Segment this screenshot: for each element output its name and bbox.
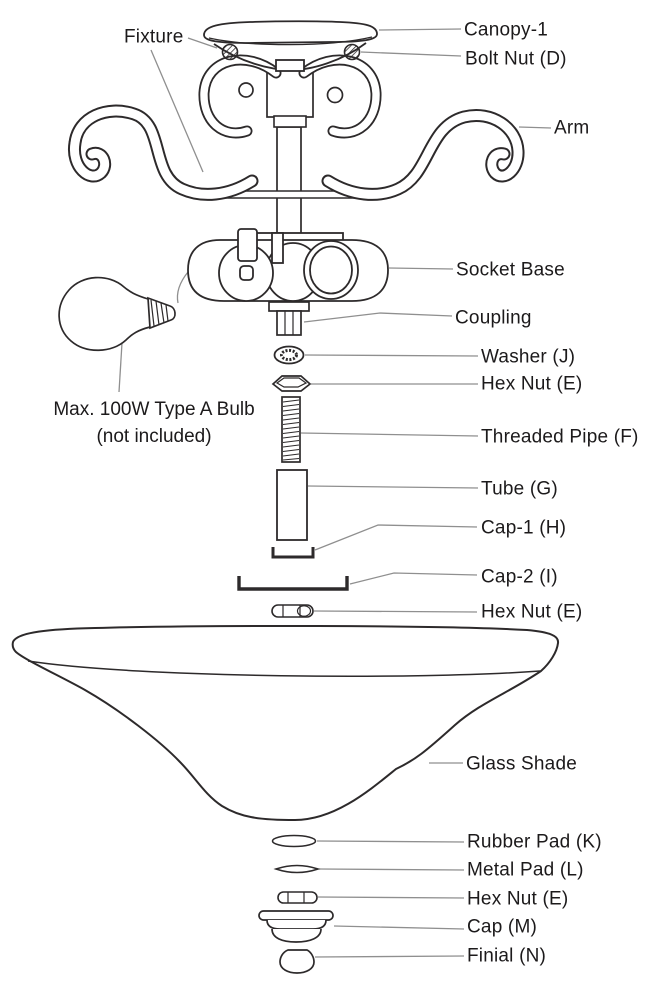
- label-threaded-pipe: Threaded Pipe (F): [481, 426, 639, 448]
- tube-drawing: [276, 469, 308, 541]
- bulb-note: Max. 100W Type A Bulb (not included): [34, 396, 274, 450]
- label-cap-2: Cap-2 (I): [481, 566, 558, 588]
- cap-m-drawing: [258, 910, 334, 943]
- label-finial: Finial (N): [467, 945, 547, 967]
- label-canopy: Canopy-1: [464, 19, 548, 41]
- bulb-note-line-1: Max. 100W Type A Bulb: [53, 399, 255, 420]
- label-fixture: Fixture: [124, 26, 184, 48]
- hex-nut-lower-drawing: [277, 891, 318, 904]
- label-cap-1: Cap-1 (H): [481, 517, 567, 539]
- scroll-left-drawing: [204, 60, 276, 133]
- bolt-nut-left-drawing: [221, 43, 239, 61]
- bolt-nut-right-drawing: [343, 43, 361, 61]
- label-socket-base: Socket Base: [456, 259, 565, 281]
- arm-left-drawing: [74, 111, 252, 194]
- canopy-drawing: [203, 20, 378, 72]
- leader-lines: [118, 28, 552, 958]
- label-metal-pad: Metal Pad (L): [467, 859, 584, 881]
- column-collar-drawing: [273, 115, 307, 128]
- label-glass-shade: Glass Shade: [466, 753, 577, 775]
- label-arm: Arm: [554, 117, 590, 139]
- column-drawing: [266, 69, 314, 238]
- metal-pad-drawing: [273, 864, 321, 874]
- glass-shade-drawing: [11, 624, 560, 822]
- bulb-note-line-2: (not included): [96, 426, 212, 447]
- hex-nut-mid-drawing: [271, 604, 314, 618]
- washer-drawing: [273, 345, 305, 365]
- label-cap-m: Cap (M): [467, 916, 538, 938]
- scroll-right-drawing: [304, 60, 376, 133]
- cap-1-drawing: [271, 547, 315, 559]
- socket-base-drawing: [187, 228, 389, 302]
- label-tube: Tube (G): [481, 478, 558, 500]
- label-washer: Washer (J): [481, 346, 576, 368]
- finial-drawing: [279, 949, 315, 974]
- coupling-drawing: [268, 301, 310, 336]
- light-bulb-drawing: [58, 276, 176, 352]
- label-hex-nut-lower: Hex Nut (E): [467, 888, 569, 910]
- threaded-pipe-drawing: [281, 396, 301, 463]
- label-coupling: Coupling: [455, 307, 532, 329]
- label-hex-nut-mid: Hex Nut (E): [481, 601, 583, 623]
- rubber-pad-drawing: [271, 834, 317, 848]
- cap-2-drawing: [237, 576, 349, 591]
- hex-nut-upper-drawing: [271, 375, 312, 392]
- label-bolt-nut: Bolt Nut (D): [465, 48, 567, 70]
- label-rubber-pad: Rubber Pad (K): [467, 831, 602, 853]
- label-hex-nut-upper: Hex Nut (E): [481, 373, 583, 395]
